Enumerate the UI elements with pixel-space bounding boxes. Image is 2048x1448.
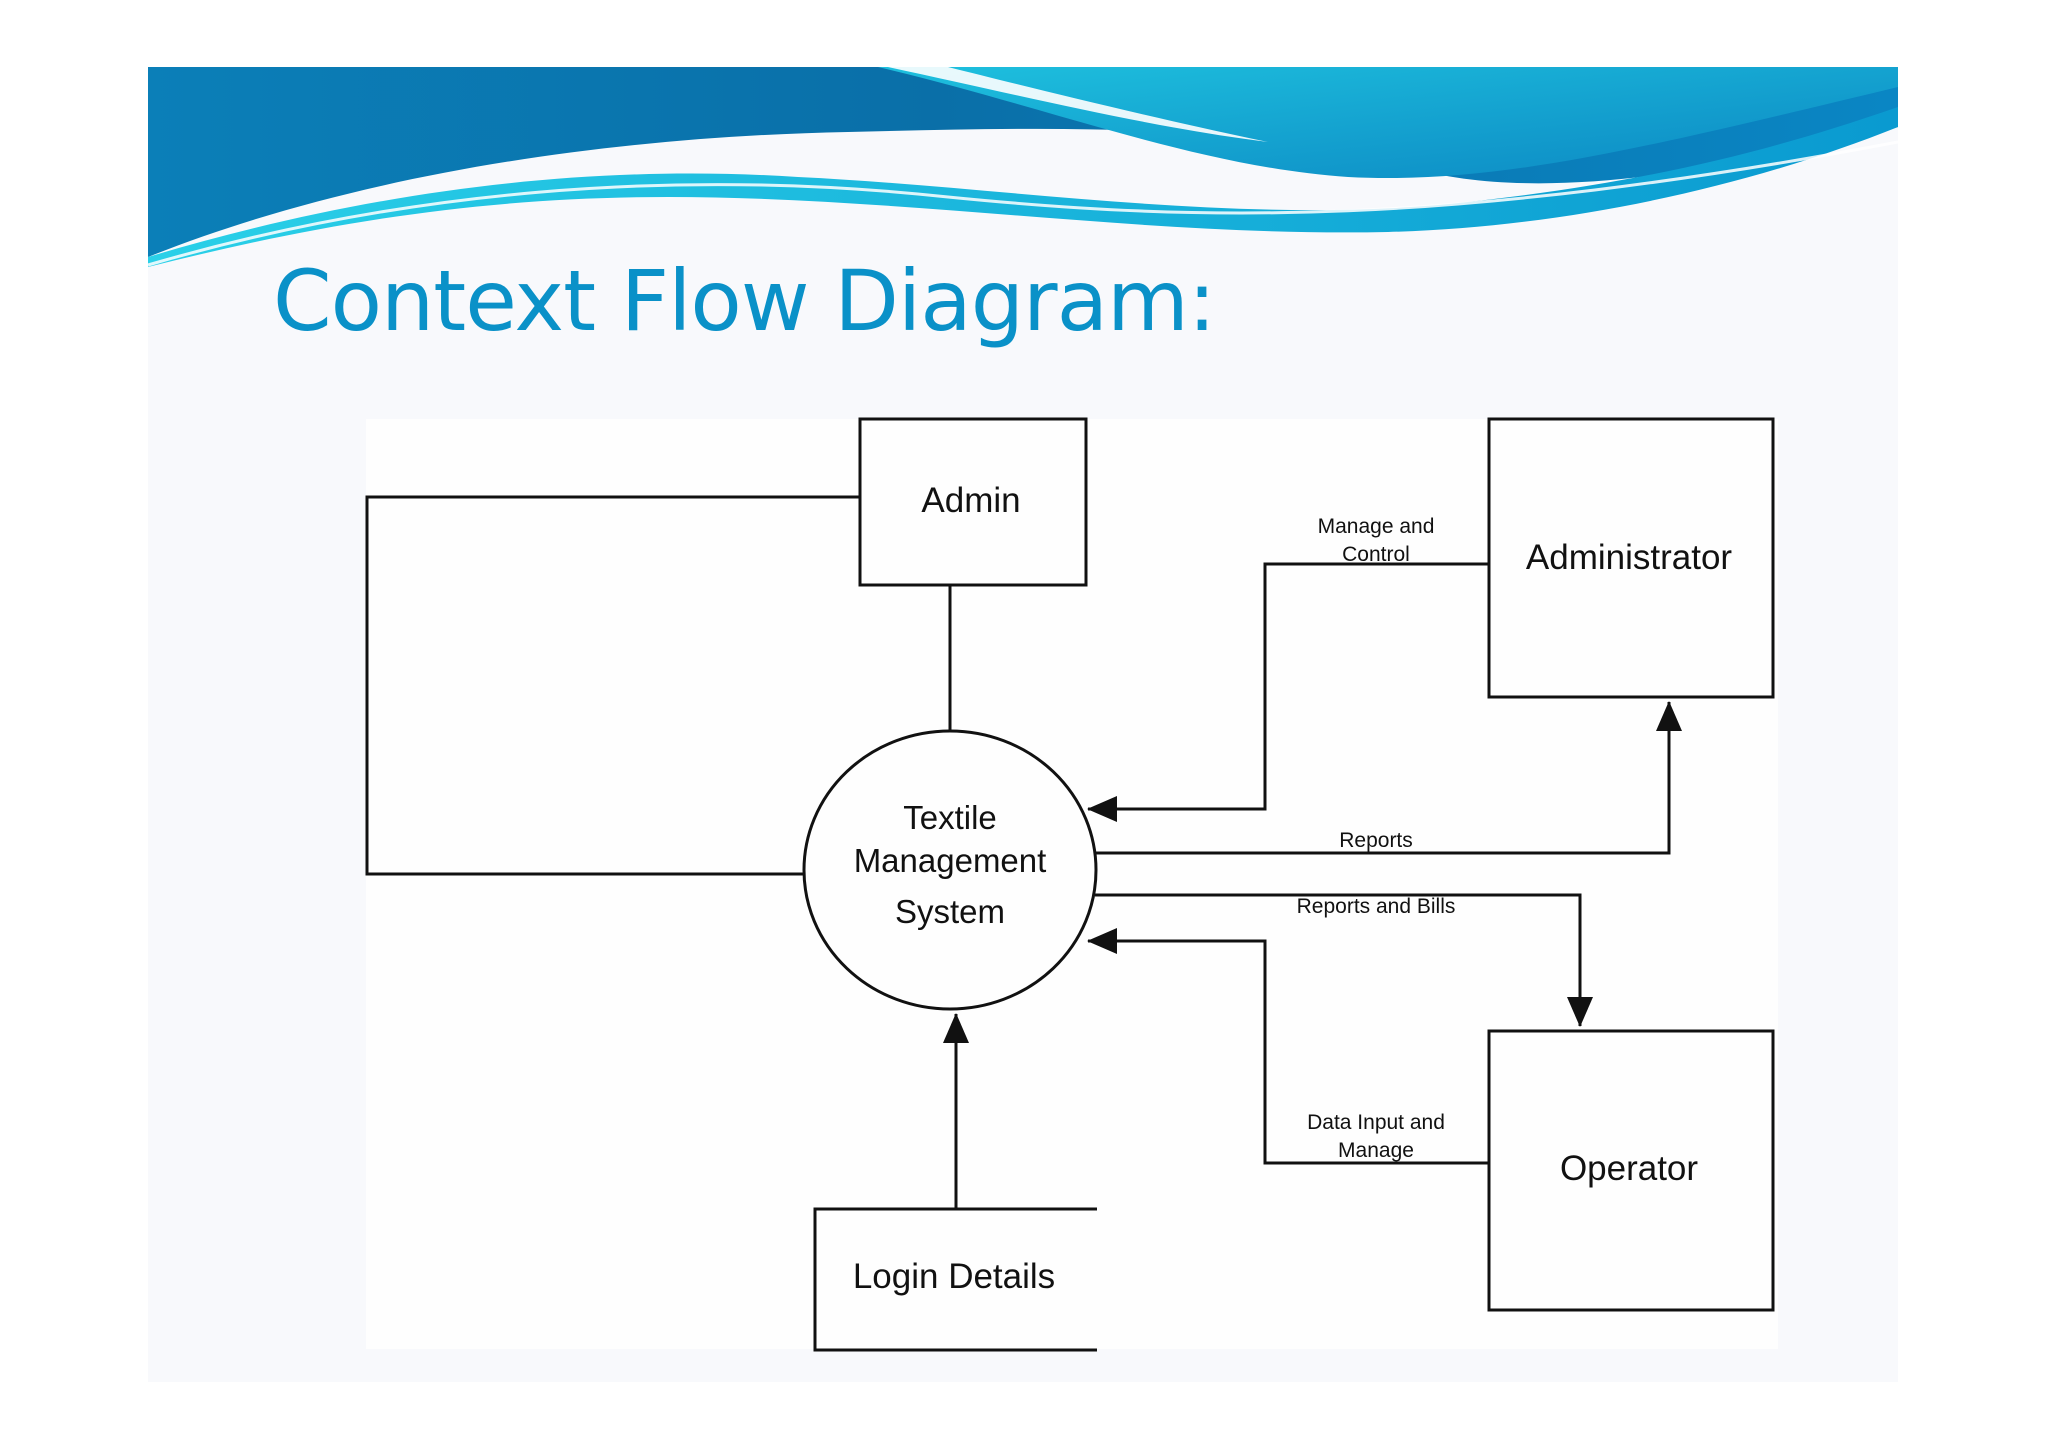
admin-label: Admin [921, 481, 1020, 520]
process-label-line-1: Textile [903, 799, 997, 836]
administrator-entity-box [1487, 417, 1775, 699]
administrator-label: Administrator [1526, 538, 1733, 577]
admin-entity-box [858, 417, 1088, 587]
reports-bills-label: Reports and Bills [1297, 895, 1456, 918]
data-input-label-2: Manage [1338, 1139, 1414, 1162]
operator-entity-box [1487, 1029, 1775, 1312]
data-input-label-1: Data Input and [1307, 1111, 1445, 1134]
reports-bills-flow [1095, 893, 1593, 1027]
diagram-canvas [366, 419, 1778, 1349]
manage-control-flow [1087, 562, 1489, 822]
data-input-flow [1087, 928, 1489, 1165]
wave-banner [148, 67, 1898, 267]
reports-flow [1096, 701, 1682, 855]
manage-control-label-2: Control [1342, 543, 1410, 566]
process-label-line-3: System [895, 893, 1005, 930]
login-details-label: Login Details [853, 1257, 1055, 1296]
process-label-line-2: Management [854, 842, 1047, 879]
admin-loop-link [365, 495, 860, 876]
slide-title: Context Flow Diagram: [273, 252, 1216, 350]
slide: Context Flow Diagram: [148, 67, 1898, 1382]
manage-control-label-1: Manage and [1318, 515, 1435, 538]
reports-label: Reports [1339, 829, 1413, 852]
operator-label: Operator [1560, 1149, 1698, 1188]
